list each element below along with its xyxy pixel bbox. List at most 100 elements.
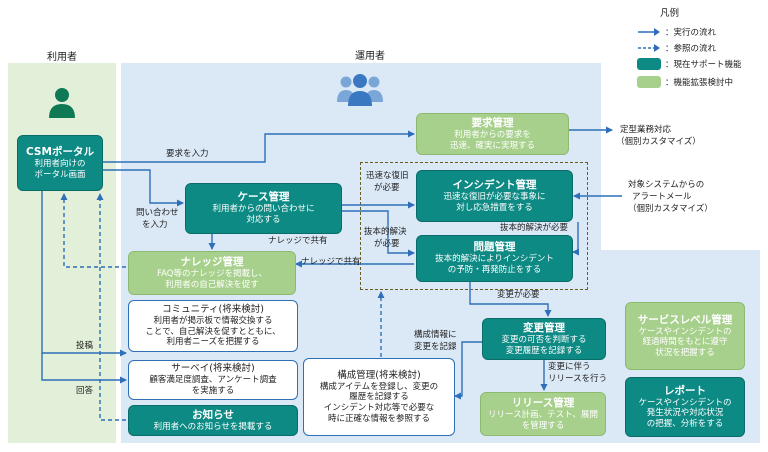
legend-planned-label: ：機能拡張検討中 [665, 78, 734, 88]
change-management-box: 変更管理 変更の可否を判断する 変更履歴を記録する [482, 318, 606, 360]
notice-desc-1: 利用者へのお知らせを掲載する [153, 421, 273, 432]
note-root-2: が必要 [374, 239, 400, 249]
csm-portal-box: CSMポータル 利用者向けの ポータル画面 [17, 135, 103, 191]
problem-title: 問題管理 [473, 241, 516, 254]
request-management-box: 要求管理 利用者からの要求を 迅速、確実に実現する [416, 113, 569, 155]
note-config-record-1: 構成情報に [414, 330, 457, 340]
arrow-csm-to-community [41, 191, 127, 357]
config-desc-2: 履歴を記録する [349, 392, 409, 403]
note-root-right: 抜本的解決が必要 [500, 223, 569, 233]
survey-box: サーベイ(将来検討) 顧客満足度調査、アンケート調査 を実施する [128, 360, 298, 400]
legend-planned: ：機能拡張検討中 [637, 76, 733, 88]
current-swatch [637, 58, 661, 70]
note-change-needed: 変更が必要 [497, 290, 540, 300]
incident-management-box: インシデント管理 迅速な復旧が必要な事象に 対し応急措置をする [416, 170, 573, 222]
csm-desc-2: ポータル画面 [34, 169, 86, 180]
csm-title: CSMポータル [26, 145, 94, 158]
service-level-box: サービスレベル管理 ケースやインシデントの 経過時間をもとに遵守 状況を把握する [625, 302, 745, 370]
community-desc-1: 利用者が掲示板で情報交換する [153, 316, 273, 326]
note-quick-1: 迅速な復旧 [366, 171, 409, 181]
user-icon [49, 88, 75, 118]
knowledge-title: ナレッジ管理 [180, 255, 244, 268]
user-zone-label: 利用者 [47, 52, 77, 63]
arrow-change-to-config [454, 341, 482, 400]
planned-swatch [637, 76, 661, 88]
csm-desc-1: 利用者向けの [34, 158, 86, 169]
arrow-problem-to-change [469, 282, 552, 317]
incident-title: インシデント管理 [452, 178, 537, 191]
arrow-csm-to-survey [41, 353, 127, 384]
notice-box: お知らせ 利用者へのお知らせを掲載する [128, 405, 298, 436]
arrow-case-to-problem [342, 210, 415, 257]
note-alert-2: アラートメール [632, 192, 692, 202]
note-alert-3: （個別カスタマイズ） [628, 204, 713, 214]
case-management-box: ケース管理 利用者からの問い合わせに 対応する [185, 183, 342, 234]
change-desc-1: 変更の可否を判断する [501, 334, 587, 345]
survey-desc-2: を実施する [191, 385, 235, 396]
case-desc-1: 利用者からの問い合わせに [212, 204, 315, 215]
community-box: コミュニティ(将来検討) 利用者が掲示板で情報交換する ことで、自己解決を促すと… [128, 300, 298, 352]
request-title: 要求管理 [471, 116, 514, 129]
case-desc-2: 対応する [246, 215, 281, 226]
legend-title: 凡例 [660, 8, 680, 19]
config-desc-4: 時に正確な情報を参照する [327, 413, 430, 424]
ref-knowledge-to-csm [60, 193, 126, 268]
knowledge-management-box: ナレッジ管理 FAQ等のナレッジを掲載し、 利用者の自己解決を促す [128, 251, 296, 295]
slm-desc-2: 経過時間をもとに遵守 [642, 337, 728, 348]
problem-management-box: 問題管理 抜本的解決によりインシデント の予防・再発防止をする [416, 235, 573, 282]
legend-exec-label: ：実行の流れ [665, 28, 717, 38]
operator-zone-label: 運用者 [355, 51, 385, 62]
request-desc-1: 利用者からの要求を [454, 129, 531, 140]
note-root-1: 抜本的解決 [364, 227, 407, 237]
community-desc-2: ことで、自己解決を促すとともに、 [145, 326, 281, 337]
legend-current: ：現在サポート機能 [637, 58, 742, 70]
ref-arrow-icon [638, 44, 660, 52]
config-management-box: 構成管理(将来検討) 構成アイテムを登録し、変更の 履歴を記録する インシデント… [303, 358, 455, 436]
config-desc-3: インシデント対応等で必要な [323, 402, 435, 413]
note-alert-1: 対象システムからの [628, 180, 705, 190]
slm-title: サービスレベル管理 [637, 313, 733, 326]
note-answer: 回答 [76, 386, 94, 396]
knowledge-desc-1: FAQ等のナレッジを掲載し、 [157, 268, 267, 279]
incident-desc-1: 迅速な復旧が必要な事象に [443, 191, 546, 202]
legend-ref: ：参照の流れ [637, 42, 716, 54]
report-desc-3: の把握、分析をする [646, 418, 724, 429]
note-request-input: 要求を入力 [166, 149, 209, 159]
note-config-record-2: 変更を記録 [414, 342, 457, 352]
note-post: 投稿 [76, 341, 94, 351]
release-desc-2: を管理する [521, 420, 565, 431]
release-title: リリース管理 [511, 396, 575, 409]
legend-current-label: ：現在サポート機能 [665, 60, 742, 70]
report-title: レポート [664, 384, 706, 397]
change-desc-2: 変更履歴を記録する [505, 345, 583, 356]
ref-notice-to-csm [96, 193, 126, 421]
report-desc-2: 発生状況や対応状況 [646, 408, 724, 419]
problem-desc-2: の予防・再発防止をする [447, 265, 542, 276]
note-quick-2: が必要 [374, 183, 400, 193]
note-routine-2: （個別カスタマイズ） [616, 137, 701, 147]
legend-ref-label: ：参照の流れ [665, 44, 717, 54]
arrow-csm-to-case [103, 169, 184, 207]
note-knowledge-share-1: ナレッジで共有 [268, 236, 328, 246]
release-desc-1: リリース計画、テスト、展開 [488, 409, 598, 420]
config-desc-1: 構成アイテムを登録し、変更の [319, 381, 439, 392]
note-routine-1: 定型業務対応 [620, 125, 672, 135]
request-desc-2: 迅速、確実に実現する [449, 140, 535, 151]
change-title: 変更管理 [523, 321, 565, 334]
community-title: コミュニティ(将来検討) [162, 304, 264, 316]
note-release-2: リリースを行う [548, 374, 608, 384]
note-release-1: 変更に伴う [548, 362, 591, 372]
note-inquiry-1: 問い合わせ [136, 208, 179, 218]
slm-desc-1: ケースやインシデントの [638, 326, 732, 337]
report-box: レポート ケースやインシデントの 発生状況や対応状況 の把握、分析をする [625, 377, 745, 437]
legend-exec: ：実行の流れ [637, 26, 716, 38]
survey-title: サーベイ(将来検討) [171, 363, 255, 375]
community-desc-3: 利用者ニーズを把握する [166, 337, 260, 348]
survey-desc-1: 顧客満足度調査、アンケート調査 [149, 375, 277, 386]
note-inquiry-2: を入力 [142, 220, 168, 230]
notice-title: お知らせ [192, 408, 234, 421]
incident-desc-2: 対し応急措置をする [456, 202, 533, 213]
incident-problem-group [360, 162, 588, 290]
slm-desc-3: 状況を把握する [655, 347, 715, 358]
